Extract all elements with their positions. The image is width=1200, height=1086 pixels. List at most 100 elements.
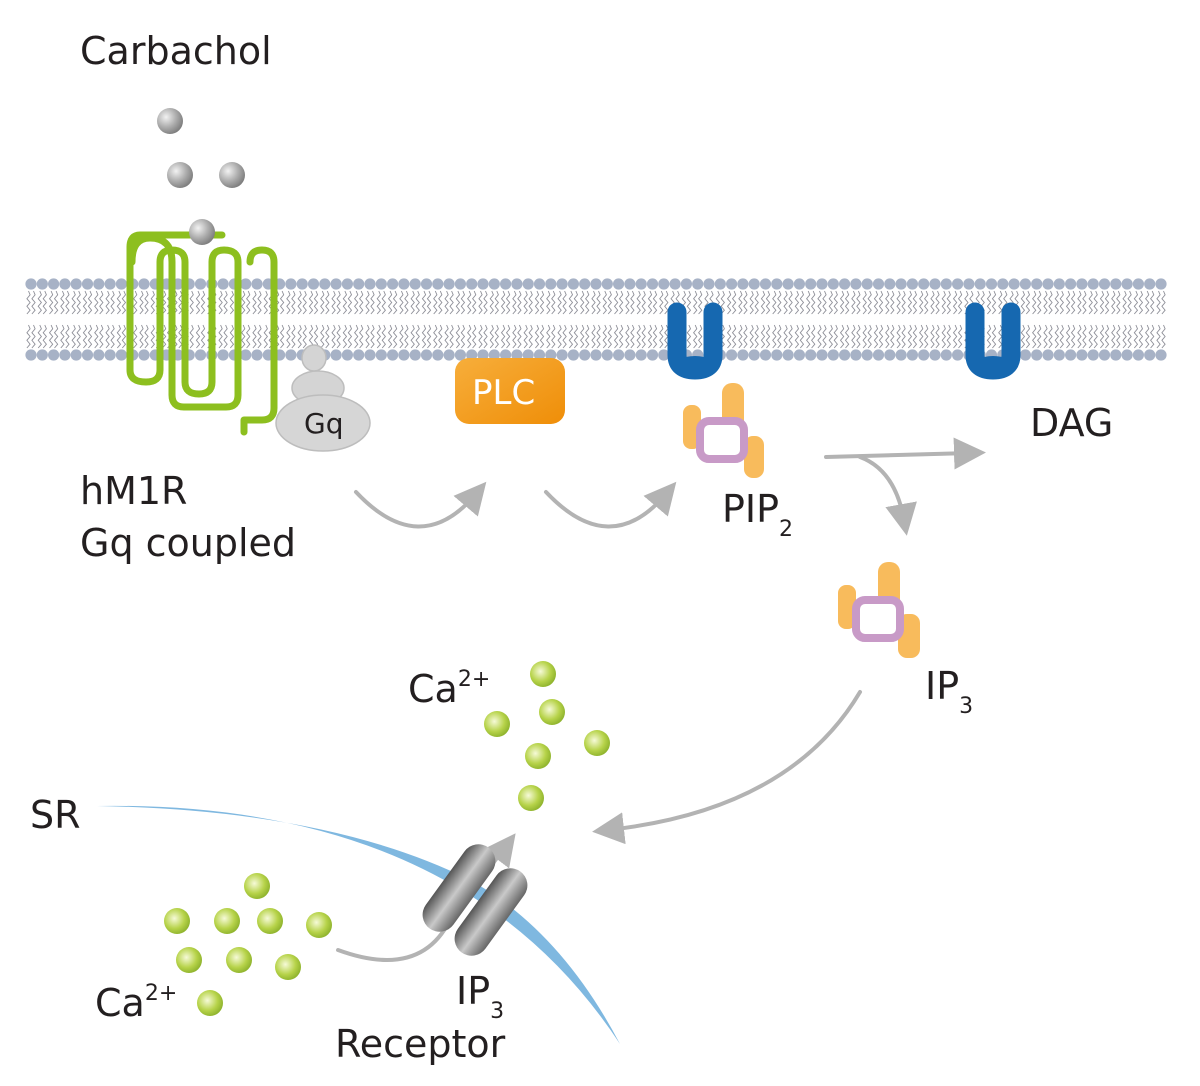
lipid-tail (986, 324, 992, 349)
lipid-tail (607, 324, 612, 349)
lipid-tail (1025, 324, 1031, 349)
lipid-tail (618, 324, 624, 349)
lipid-head (816, 349, 828, 361)
calcium-ion (164, 908, 190, 934)
lipid-tail (229, 290, 235, 315)
lipid-tail (602, 290, 607, 315)
lipid-tail (738, 290, 743, 315)
lipid-tail (698, 290, 703, 315)
lipid-head (70, 349, 82, 361)
lipid-tail (467, 290, 472, 315)
lipid-head (906, 349, 919, 361)
lipid-tail (478, 324, 483, 349)
lipid-tail (986, 290, 992, 315)
lipid-tail (342, 290, 348, 315)
lipid-tail (370, 324, 375, 349)
lipid-tail (1070, 290, 1076, 315)
lipid-tail (591, 290, 596, 315)
gq-gamma-subunit (301, 344, 327, 372)
lipid-head (353, 349, 365, 361)
pip2-label: PIP2 (722, 487, 793, 542)
arrow-gq-to-plc (354, 481, 487, 529)
lipid-tail (144, 290, 149, 315)
lipid-tail (760, 290, 766, 315)
calcium-ion (484, 711, 510, 737)
lipid-head (658, 349, 670, 361)
lipid-tail (731, 290, 737, 315)
lipid-tail (788, 290, 793, 315)
lipid-head (771, 278, 783, 290)
ip3-molecule (838, 562, 920, 658)
lipid-tail (365, 324, 370, 349)
lipid-head (104, 349, 116, 361)
lipid-head (48, 278, 60, 290)
lipid-tail (313, 290, 319, 315)
lipid-tail (512, 290, 517, 315)
lipid-head (737, 278, 749, 290)
lipid-head (782, 278, 794, 290)
lipid-head (432, 349, 444, 361)
lipid-head (398, 278, 410, 290)
lipid-tail (76, 324, 81, 349)
calcium-ion (275, 954, 301, 980)
lipid-tail (161, 290, 167, 315)
lipid-tail (302, 290, 307, 315)
lipid-tail (811, 324, 816, 349)
sr-calcium-charge: 2+ (145, 981, 177, 1006)
lipid-tail (279, 290, 285, 315)
lipid-tail (320, 324, 325, 349)
lipid-head (692, 278, 704, 290)
lipid-tail (856, 290, 861, 315)
lipid-tail (195, 324, 201, 349)
lipid-tail (87, 324, 93, 349)
lipid-tail (613, 290, 619, 315)
lipid-head (1087, 349, 1099, 361)
lipid-head (194, 278, 207, 290)
lipid-tail (1127, 290, 1132, 315)
lipid-tail (693, 290, 698, 315)
ip3-receptor-label: IP3 (456, 969, 504, 1024)
lipid-tail (557, 324, 562, 349)
lipid-tail (523, 324, 528, 349)
lipid-tail (410, 324, 415, 349)
lipid-tail (693, 324, 698, 349)
lipid-head (1121, 278, 1133, 290)
lipid-tail (415, 290, 420, 315)
lipid-tail (444, 324, 449, 349)
lipid-head (511, 278, 523, 290)
lipid-head (341, 278, 353, 290)
lipid-tail (941, 290, 946, 315)
lipid-head (1110, 349, 1122, 361)
lipid-tail (433, 324, 438, 349)
lipid-head (420, 349, 433, 361)
lipid-head (703, 278, 715, 290)
lipid-tail (844, 324, 850, 349)
ip3-label-subscript: 3 (959, 694, 973, 719)
lipid-tail (1161, 324, 1166, 349)
lipid-tail (935, 324, 940, 349)
sr-calcium-label: Ca2+ (95, 981, 177, 1025)
gq-alpha-subunit (275, 394, 371, 452)
lipid-tail (647, 290, 653, 315)
carbachol-molecule (219, 162, 245, 188)
lipid-tail (133, 290, 138, 315)
lipid-tail (1048, 324, 1053, 349)
lipid-tail (76, 290, 81, 315)
lipid-head (918, 278, 930, 290)
calcium-ion (257, 908, 283, 934)
lipid-tail (455, 290, 461, 315)
arrow-ip3-to-receptor (592, 690, 862, 845)
lipid-tail (500, 290, 506, 315)
lipid-tail (489, 290, 494, 315)
lipid-head (1065, 278, 1077, 290)
lipid-head (759, 278, 772, 290)
lipid-head (827, 278, 839, 290)
lipid-head (500, 349, 512, 361)
lipid-head (522, 278, 534, 290)
lipid-tail (331, 290, 336, 315)
lipid-head (364, 278, 376, 290)
lipid-head (194, 349, 207, 361)
lipid-tail (1043, 324, 1048, 349)
pip2-label-subscript: 2 (779, 517, 793, 542)
lipid-head (1019, 349, 1031, 361)
